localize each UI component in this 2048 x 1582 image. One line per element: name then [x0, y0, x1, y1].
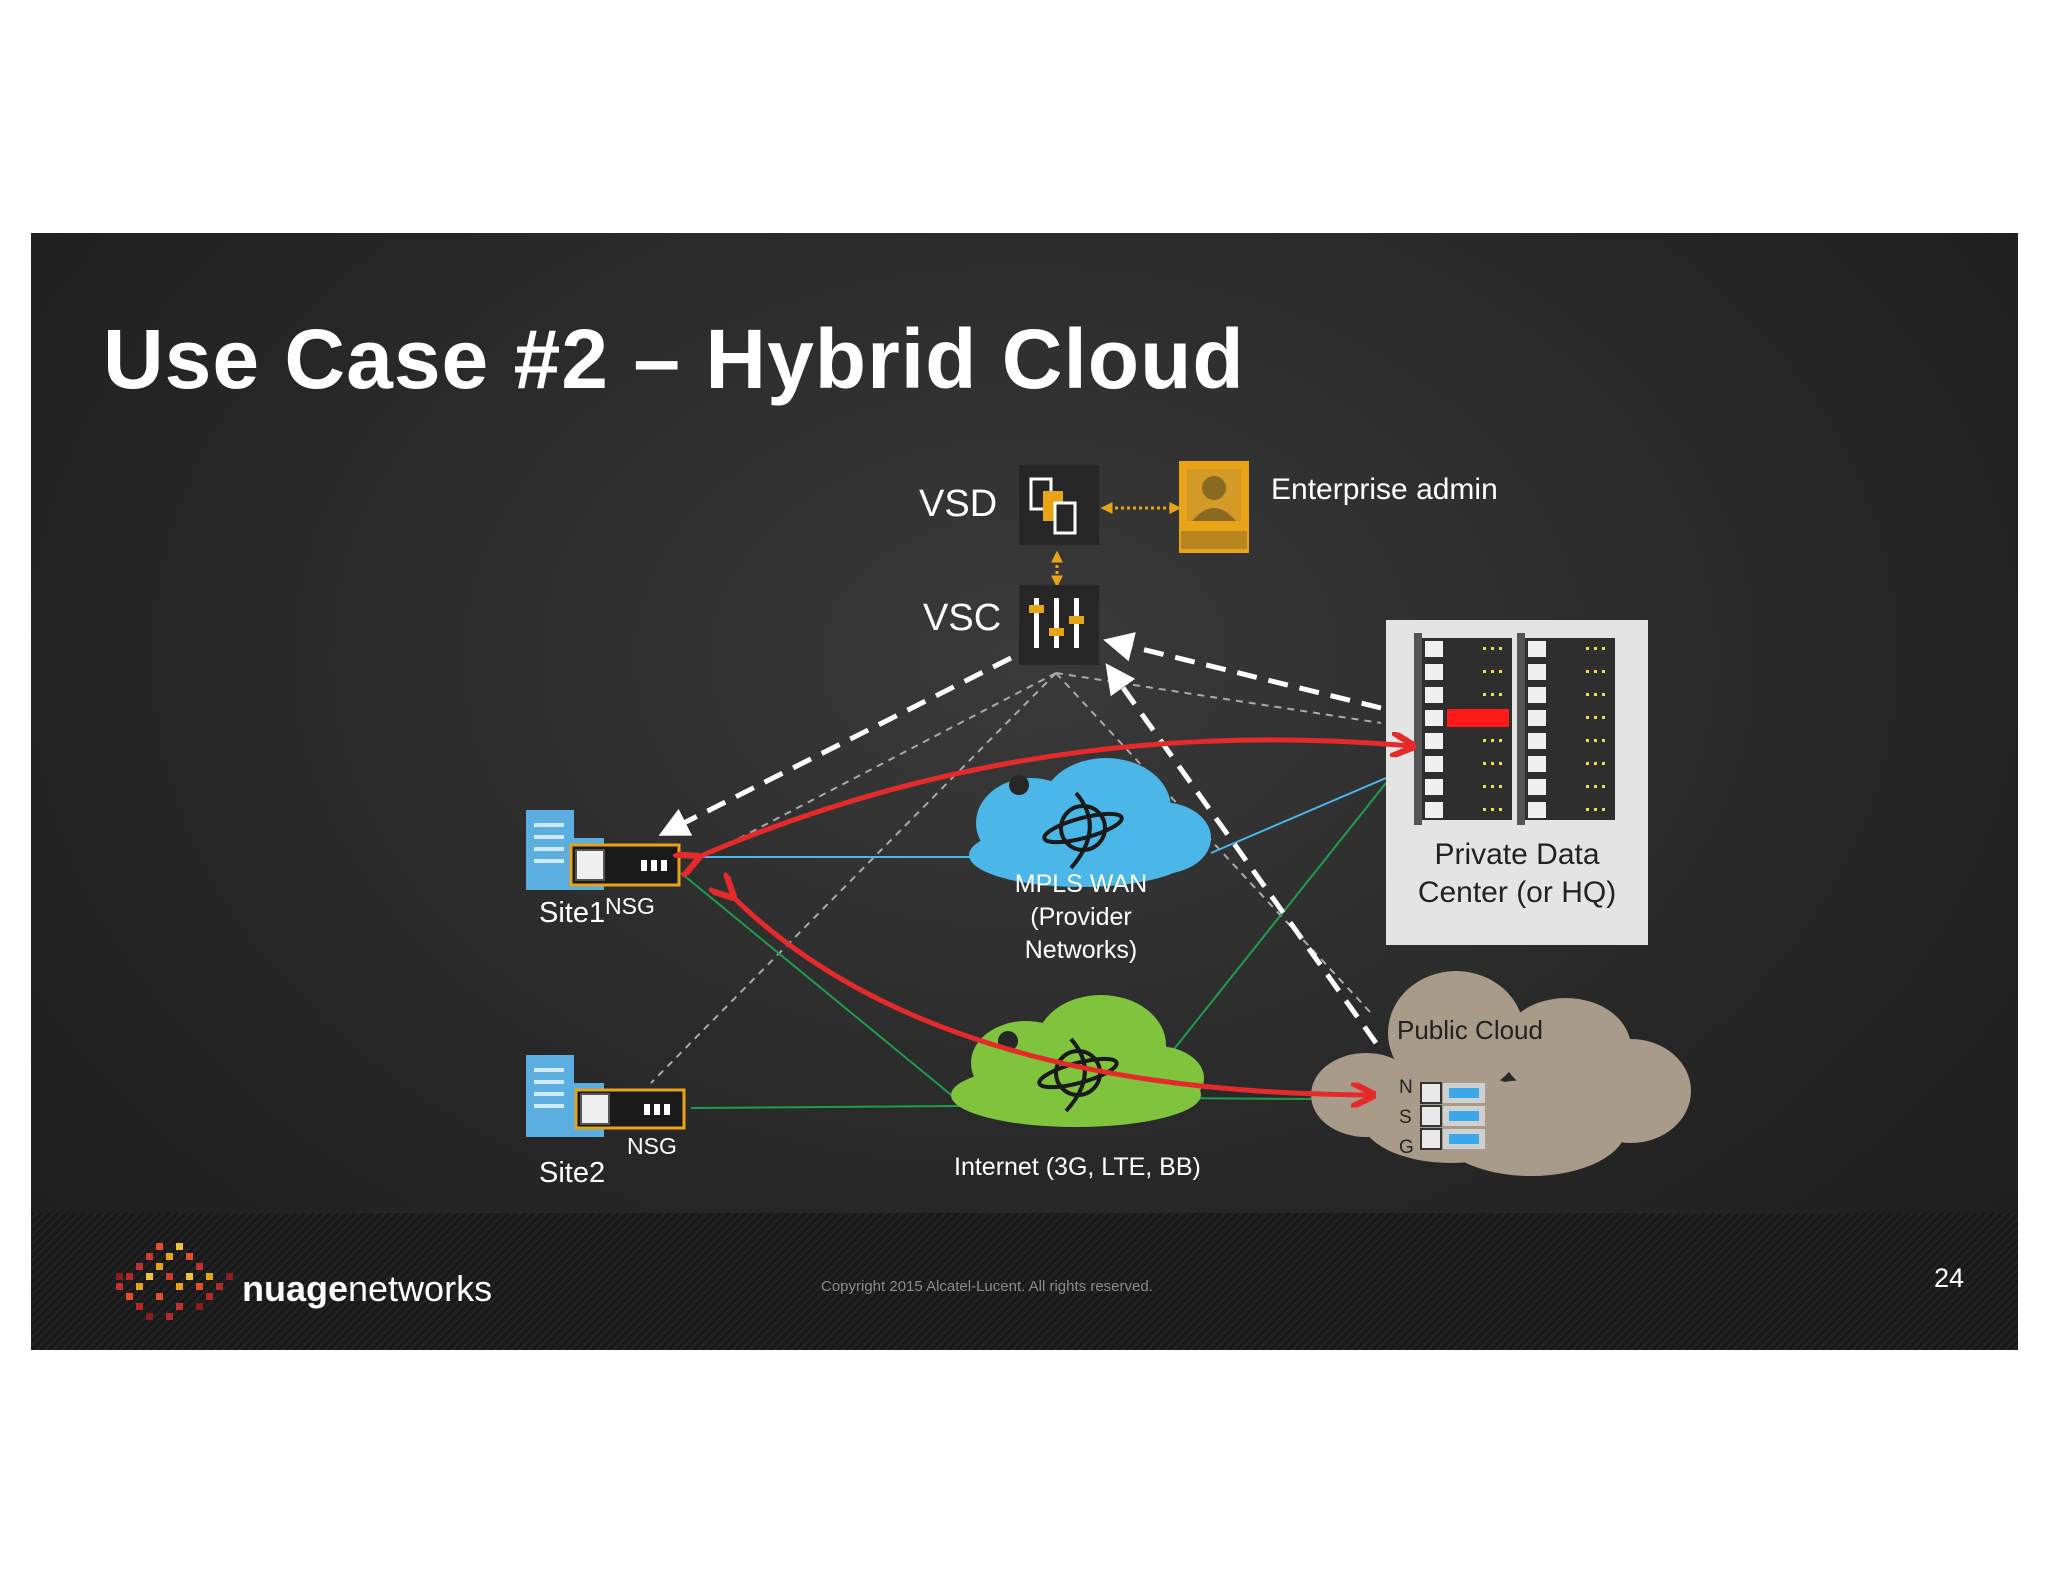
- brand-logo: nuagenetworks: [242, 1268, 492, 1310]
- mpls-label-line1: MPLS WAN: [1014, 870, 1148, 898]
- admin-icon: [1179, 461, 1249, 553]
- control-arrow-dc: [1103, 632, 1382, 711]
- datacenter-label-line1: Private Data: [1434, 838, 1600, 871]
- mpls-label-line3: Networks): [1024, 936, 1138, 964]
- vsc-label: VSC: [923, 597, 1002, 639]
- mpls-label-line2: (Provider: [1030, 903, 1132, 931]
- datacenter-box: [1386, 620, 1648, 945]
- site2-nsg-label: NSG: [627, 1133, 677, 1159]
- enterprise-admin-label: Enterprise admin: [1271, 473, 1498, 506]
- site1-label: Site1: [539, 897, 606, 929]
- page-number: 24: [1934, 1263, 1965, 1293]
- public-nsg-letter-g: G: [1399, 1137, 1414, 1158]
- traffic-flows: [696, 740, 1411, 1095]
- footer-bar: [31, 1213, 2018, 1350]
- mpls-label: MPLS WAN (Provider Networks): [981, 868, 1181, 967]
- nuage-logo-icon: [116, 1243, 233, 1320]
- datacenter-label: Private Data Center (or HQ): [1386, 836, 1648, 912]
- copyright: Copyright 2015 Alcatel-Lucent. All right…: [821, 1278, 1153, 1295]
- slide: Use Case #2 – Hybrid Cloud: [31, 233, 2018, 1350]
- brand-bold: nuage: [242, 1268, 349, 1309]
- flow-site1-public: [731, 895, 1371, 1095]
- site2-label: Site2: [539, 1157, 606, 1189]
- network-diagram: [116, 461, 1691, 1320]
- link-site1-internet: [680, 872, 962, 1104]
- flow-site1-dc: [696, 740, 1411, 858]
- internet-label: Internet (3G, LTE, BB): [954, 1153, 1201, 1181]
- brand-light: networks: [348, 1268, 493, 1309]
- vsd-icon: [1019, 465, 1099, 545]
- server-leds: [1483, 647, 1605, 811]
- vsc-icon: [1019, 585, 1099, 665]
- site1-nsg-device: [569, 843, 681, 887]
- public-nsg-device: [1420, 1082, 1485, 1150]
- slide-title: Use Case #2 – Hybrid Cloud: [103, 312, 1245, 406]
- site2-nsg-device: [574, 1088, 686, 1130]
- public-nsg-label: N S G: [1399, 1073, 1414, 1163]
- vsd-label: VSD: [919, 483, 998, 525]
- site1-nsg-label: NSG: [605, 893, 655, 919]
- link-site2-internet: [690, 1105, 962, 1109]
- datacenter-label-line2: Center (or HQ): [1417, 876, 1617, 909]
- server-alert: [1447, 709, 1509, 727]
- public-nsg-letter-n: N: [1399, 1077, 1413, 1098]
- public-nsg-letter-s: S: [1399, 1107, 1412, 1128]
- public-cloud-label: Public Cloud: [1397, 1015, 1543, 1045]
- public-cloud-shape: [1311, 971, 1691, 1176]
